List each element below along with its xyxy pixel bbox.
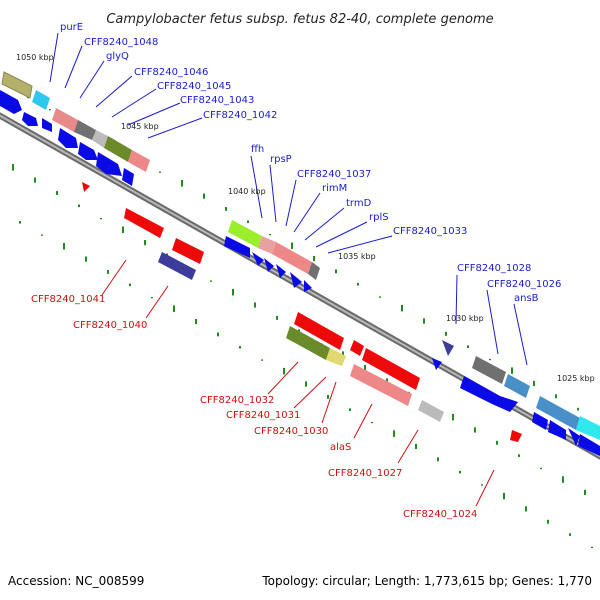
cds-arrow bbox=[304, 280, 312, 292]
cds-arrow bbox=[22, 112, 38, 126]
feature-block bbox=[258, 236, 276, 254]
gene-label: CFF8240_1033 bbox=[393, 226, 467, 237]
gene-label: purE bbox=[60, 22, 83, 33]
cds-arrow bbox=[42, 118, 52, 132]
gene-label: glyQ bbox=[106, 51, 129, 62]
cds-arrow bbox=[568, 428, 580, 446]
gene-label: rplS bbox=[369, 212, 389, 223]
cds-arrow bbox=[460, 376, 518, 412]
gene-label: rpsP bbox=[270, 154, 292, 165]
feature-block bbox=[350, 364, 412, 406]
map-title: Campylobacter fetus subsp. fetus 82-40, … bbox=[106, 12, 493, 27]
gene-label: CFF8240_1037 bbox=[297, 169, 371, 180]
feature-block bbox=[32, 90, 50, 110]
cds-arrow bbox=[224, 236, 250, 258]
cds-arrow bbox=[510, 430, 522, 442]
cds-arrow bbox=[532, 412, 548, 430]
cds-arrow bbox=[122, 168, 134, 186]
cds-arrow bbox=[82, 182, 90, 192]
gene-label: CFF8240_1031 bbox=[226, 410, 300, 421]
gene-label: CFF8240_1026 bbox=[487, 279, 561, 290]
feature-block bbox=[536, 396, 580, 430]
cds-arrow bbox=[0, 90, 22, 114]
cds-arrow bbox=[432, 358, 442, 370]
cds-arrow bbox=[124, 208, 164, 238]
tick-label: 1040 kbp bbox=[228, 187, 266, 196]
red-gene-labels: CFF8240_1041 CFF8240_1040 CFF8240_1032 C… bbox=[31, 294, 477, 520]
position-ticks: 1050 kbp 1045 kbp 1040 kbp 1035 kbp 1030… bbox=[16, 53, 595, 383]
feature-block bbox=[326, 348, 346, 366]
gene-label: CFF8240_1027 bbox=[328, 468, 402, 479]
blue-gene-labels: purE CFF8240_1048 glyQ CFF8240_1046 CFF8… bbox=[60, 22, 561, 304]
cds-arrow bbox=[264, 258, 274, 272]
feature-block bbox=[74, 120, 96, 140]
gene-label: rimM bbox=[322, 183, 347, 194]
gene-label: CFF8240_1032 bbox=[200, 395, 274, 406]
feature-block bbox=[1, 71, 33, 99]
feature-block bbox=[104, 136, 132, 162]
gene-label: CFF8240_1028 bbox=[457, 263, 531, 274]
cds-arrow bbox=[96, 152, 122, 176]
tick-label: 1050 kbp bbox=[16, 53, 54, 62]
feature-block bbox=[272, 242, 312, 274]
gene-label: alaS bbox=[330, 442, 351, 453]
feature-block bbox=[472, 356, 506, 384]
feature-block bbox=[228, 220, 262, 248]
feature-block bbox=[504, 374, 530, 398]
cds-arrow bbox=[172, 238, 204, 264]
gene-label: CFF8240_1030 bbox=[254, 426, 328, 437]
tick-label: 1030 kbp bbox=[446, 314, 484, 323]
tick-label: 1035 kbp bbox=[338, 252, 376, 261]
cds-arrow bbox=[78, 142, 98, 160]
gene-label: CFF8240_1042 bbox=[203, 110, 277, 121]
feature-block bbox=[286, 326, 330, 360]
gene-label: CFF8240_1045 bbox=[157, 81, 231, 92]
topology-text: Topology: circular; Length: 1,773,615 bp… bbox=[261, 574, 592, 588]
cds-arrow bbox=[362, 348, 420, 390]
feature-block bbox=[52, 108, 78, 132]
red-label-leaders bbox=[101, 259, 495, 507]
gene-label: ansB bbox=[514, 293, 539, 304]
cds-arrow bbox=[578, 434, 600, 456]
blue-label-leaders bbox=[49, 32, 528, 366]
feature-block bbox=[92, 130, 108, 148]
gene-label: CFF8240_1024 bbox=[403, 509, 477, 520]
feature-track bbox=[0, 71, 600, 456]
tick-label: 1025 kbp bbox=[557, 374, 595, 383]
feature-block bbox=[418, 400, 444, 422]
cds-arrow bbox=[290, 272, 302, 288]
cds-arrow bbox=[442, 340, 454, 356]
cds-arrow bbox=[158, 252, 196, 280]
gene-label: CFF8240_1046 bbox=[134, 67, 208, 78]
gene-label: CFF8240_1048 bbox=[84, 37, 158, 48]
cds-arrow bbox=[294, 312, 344, 350]
feature-block bbox=[576, 416, 600, 440]
accession-text: Accession: NC_008599 bbox=[8, 574, 144, 588]
gene-label: CFF8240_1043 bbox=[180, 95, 254, 106]
cds-arrow bbox=[548, 420, 566, 440]
cds-arrow bbox=[252, 252, 264, 266]
feature-block bbox=[128, 150, 150, 172]
cds-arrow bbox=[350, 340, 364, 356]
cds-arrow bbox=[276, 264, 286, 278]
gene-label: CFF8240_1041 bbox=[31, 294, 105, 305]
cds-arrow bbox=[58, 128, 78, 148]
tick-label: 1045 kbp bbox=[121, 122, 159, 131]
gene-label: ffh bbox=[251, 144, 264, 155]
feature-block bbox=[308, 262, 320, 280]
gene-label: trmD bbox=[346, 198, 372, 209]
gene-label: CFF8240_1040 bbox=[73, 320, 147, 331]
